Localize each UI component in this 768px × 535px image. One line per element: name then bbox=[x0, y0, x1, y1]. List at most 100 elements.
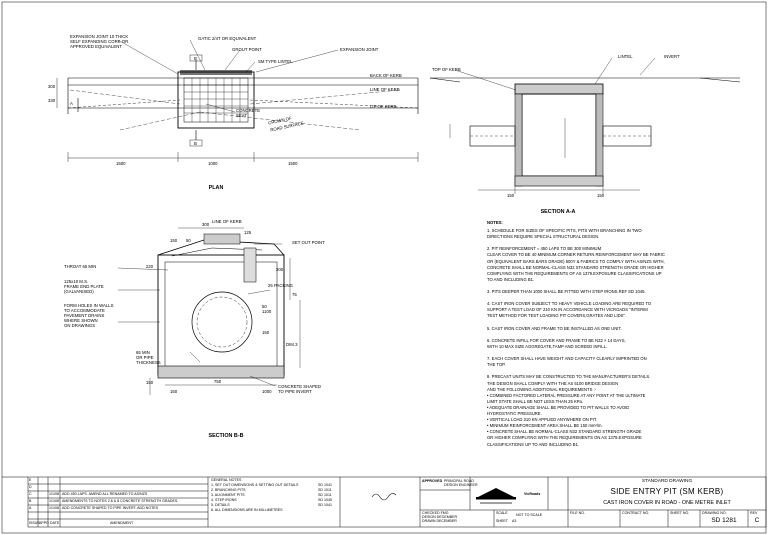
dim-bb-150d: 150 bbox=[146, 380, 154, 385]
notes-block: NOTES: 1. SCHEDULE FOR SIZES OF SPECIFIC… bbox=[487, 220, 752, 460]
general-note-line: 1. SET OUT DIMENSIONS & SETTING OUT DETA… bbox=[211, 483, 299, 487]
general-note-line: 2. BRANCHING PITS bbox=[211, 488, 246, 492]
contract-no-label: CONTRACT NO. bbox=[622, 511, 650, 515]
dim-bb-300: 300 bbox=[202, 222, 210, 227]
notes-line: TEST METHOD FOR TEST LOADING PIT COVERS,… bbox=[487, 313, 627, 319]
authority-name: VicRoads bbox=[524, 492, 541, 496]
file-no-label: FILE NO. bbox=[570, 511, 585, 515]
scale-label: SCALE bbox=[496, 511, 508, 515]
notes-line: • ADEQUATE DRAINAGE SHALL BE PROVIDED TO… bbox=[487, 404, 630, 410]
revision-rev: C bbox=[29, 492, 32, 496]
concrete-shaped-label: CONCRETE SHAPED bbox=[278, 384, 321, 389]
revision-rev: D bbox=[29, 485, 32, 489]
notes-line: WITH 10 MAX SIZE AGGREGATE,TAMP AND SCRE… bbox=[487, 343, 608, 349]
expansion-joint-left-label-2: SELF EXPANDING CORK OR bbox=[70, 39, 129, 44]
notes-line: THE TOP. bbox=[487, 362, 506, 368]
notes-line: COMPLYING WITH THE REQUIREMENTS OF AS 13… bbox=[487, 270, 662, 276]
dim-1500-right: 1500 bbox=[288, 161, 298, 166]
form-holes-label-5: ON DRAWINGS bbox=[64, 323, 96, 328]
notes-line: 4. CAST IRON COVER SUBJECT TO HEAVY VEHI… bbox=[487, 301, 652, 307]
checked-line: CHECKED FMG bbox=[422, 511, 449, 515]
revision-rev: A bbox=[29, 506, 32, 510]
dim-bb-125: 125 bbox=[244, 230, 252, 235]
plan-title: PLAN bbox=[208, 185, 224, 191]
sd-reference: SD 1011 bbox=[318, 493, 332, 497]
concrete-shaped-label-2: TO PIPE INVERT bbox=[278, 389, 312, 394]
dim-150-left: 150 bbox=[507, 193, 515, 198]
invert-label: INVERT bbox=[664, 54, 680, 59]
revision-rev: B bbox=[29, 499, 32, 503]
lip-of-kerb-label: LIP OF KERB bbox=[370, 104, 397, 109]
drawing-sub-title: CAST IRON COVER IN ROAD - ONE METRE INLE… bbox=[603, 500, 731, 506]
notes-line: SUPPORT A TEST LOAD OF 210 KN IN ACCORDA… bbox=[487, 307, 648, 313]
wall-label-3: THICKNESS bbox=[136, 360, 161, 365]
signature-mark bbox=[371, 493, 397, 501]
top-of-kerb-label: TOP OF KERB bbox=[432, 67, 461, 72]
sheet-size-label: SHEET bbox=[496, 519, 508, 523]
notes-line: 5. CAST IRON COVER AND FRAME TO BE INSTA… bbox=[487, 325, 622, 331]
notes-line: THE DESIGN SHALL COMPLY WITH THE AS 5100… bbox=[487, 380, 619, 386]
frame-label-3: (GALVANISED) bbox=[64, 289, 94, 294]
scale-value: NOT TO SCALE bbox=[516, 513, 543, 517]
lintel-label: LINTEL bbox=[618, 54, 633, 59]
dim-bb-dim3: DIM.3 bbox=[286, 342, 298, 347]
rev-header-issue: ISSUE bbox=[29, 521, 40, 525]
frame-label-2: FRAME END PLATE bbox=[64, 284, 104, 289]
set-out-point-label: SET OUT POINT bbox=[292, 240, 325, 245]
section-marker-top: B bbox=[194, 56, 197, 61]
design-line: DESIGN DECEMBER bbox=[422, 515, 458, 519]
notes-line: 6. CONCRETE INFILL FOR COVER AND FRAME T… bbox=[487, 337, 626, 343]
standard-drawing-label: STANDARD DRAWING bbox=[641, 479, 693, 484]
section-aa-title: SECTION A-A bbox=[540, 209, 576, 215]
wall-label: 65 MIN bbox=[136, 350, 150, 355]
revision-date: 1/1/08 bbox=[49, 499, 59, 503]
concrete-seat-label: CONCRETE bbox=[236, 108, 261, 113]
notes-line: • COMBINED FACTORED LATERAL PRESSURE AT … bbox=[487, 392, 646, 398]
dim-bb-200: 200 bbox=[276, 267, 284, 272]
notes-line: HYDROSTATIC PRESSURE. bbox=[487, 411, 542, 416]
general-note-line: 5. DETAILS bbox=[211, 503, 230, 507]
revision-date: 1/1/08 bbox=[49, 492, 59, 496]
dim-bb-50: 50 bbox=[186, 238, 191, 243]
dim-bb-150b: 150 bbox=[262, 330, 270, 335]
wall-label-2: OR PIPE bbox=[136, 355, 154, 360]
section-marker-a: A bbox=[70, 101, 73, 106]
notes-line: • CONCRETE SHALL BE NORMAL-CLASS N32 STA… bbox=[487, 429, 642, 435]
form-holes-label: FORM HOLES IN WALLS bbox=[64, 303, 114, 308]
sm-lintel-label: SM TYPE LINTEL bbox=[258, 59, 293, 64]
notes-line: 8. PRECAST UNITS MAY BE CONSTRUCTED TO T… bbox=[487, 374, 651, 380]
notes-line: AND THE FOLLOWING ADDITIONAL REQUIREMENT… bbox=[487, 386, 597, 392]
plan-view bbox=[56, 39, 419, 162]
rev-header-amendment: AMENDMENT bbox=[110, 521, 134, 525]
dim-bb-75: 75 bbox=[292, 292, 297, 297]
packing-label: 25 PACKING bbox=[268, 283, 293, 288]
sd-reference: SD 1041 bbox=[318, 503, 332, 507]
drawing-no-label: DRAWING NO. bbox=[702, 511, 727, 515]
section-aa-view bbox=[429, 57, 741, 194]
drawing-number: SD 1281 bbox=[711, 517, 737, 524]
section-bb-title: SECTION B-B bbox=[208, 433, 244, 439]
notes-line: TO AND INCLUDING B1. bbox=[487, 276, 535, 282]
notes-line: • VERTICAL LOAD 210 KN APPLIED ANYWHERE … bbox=[487, 417, 598, 423]
dim-bb-220: 220 bbox=[146, 264, 154, 269]
notes-line: DIRECTIONS REQUIRE SPECIAL STRUCTURAL DE… bbox=[487, 234, 600, 240]
approval-role: PRINCIPAL ROAD bbox=[444, 479, 474, 483]
form-holes-label-2: TO ACCOMMODATE bbox=[64, 308, 105, 313]
approval-role-2: DESIGN ENGINEER bbox=[444, 483, 478, 487]
notes-line: CONCRETE SHALL BE NORMAL-CLASS N32 STAND… bbox=[487, 264, 664, 270]
general-note-line: GENERAL NOTES bbox=[211, 478, 242, 482]
expansion-joint-right-label: EXPANSION JOINT bbox=[340, 47, 379, 52]
rev-header-date: DATE bbox=[50, 521, 60, 525]
back-of-kerb-label: BACK OF KERB bbox=[370, 73, 402, 78]
dim-bb-150: 150 bbox=[170, 238, 178, 243]
dim-bb-1000: 1000 bbox=[262, 389, 272, 394]
notes-line: CLEAR COVER TO BE 40 MINIMUM.CORNER RETU… bbox=[487, 252, 665, 258]
dim-330: 330 bbox=[48, 98, 56, 103]
notes-line: 1. SCHEDULE FOR SIZES OF SPECIFIC PITS, … bbox=[487, 228, 642, 233]
expansion-joint-left-label-3: APPROVED EQUIVALENT bbox=[70, 44, 122, 49]
general-note-line: 3. ALIGNMENT PITS bbox=[211, 493, 245, 497]
concrete-seat-label-2: SEAT bbox=[236, 113, 247, 118]
authority-logo-icon bbox=[476, 488, 516, 504]
